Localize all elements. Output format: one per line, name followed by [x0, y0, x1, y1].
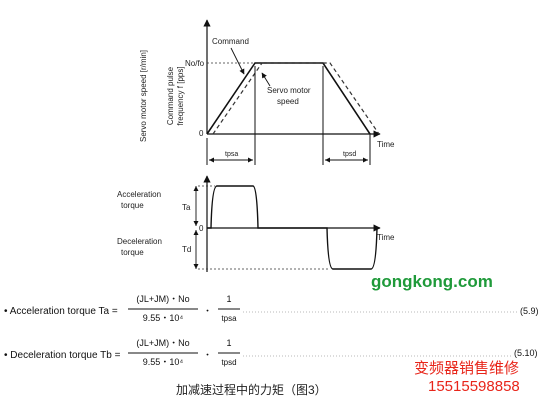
accel-denominator: 9.55・10⁴: [143, 313, 184, 323]
td-arrow-bottom: [193, 264, 199, 269]
ta-label: Ta: [182, 203, 191, 212]
accel-torque-label-2: torque: [121, 201, 144, 210]
tpsd-label: tpsd: [343, 151, 356, 158]
tpsa-label: tpsa: [225, 151, 238, 158]
accel-formula: • Acceleration torque Ta = (JL+JM)・No 9.…: [4, 294, 539, 323]
decel-formula: • Deceleration torque Tb = (JL+JM)・No 9.…: [4, 338, 538, 367]
command-label: Command: [212, 37, 249, 46]
td-label: Td: [182, 245, 191, 254]
tpsd-arrow-l: [325, 157, 330, 163]
torque-time-label: Time: [377, 233, 395, 242]
servo-label-1: Servo motor: [267, 86, 311, 95]
no-fo-label: No/fo: [185, 59, 205, 68]
speed-y-label-1: Servo motor speed [r/min]: [139, 50, 148, 142]
decel-numerator: (JL+JM)・No: [136, 338, 189, 348]
accel-formula-prefix: • Acceleration torque Ta =: [4, 306, 118, 317]
decel-torque-label-1: Deceleration: [117, 237, 162, 246]
accel-eq-no: (5.9): [520, 306, 539, 316]
decel-denominator: 9.55・10⁴: [143, 357, 184, 367]
command-leader: [230, 47, 245, 75]
figure-caption: 加减速过程中的力矩（图3）: [176, 383, 327, 397]
torque-curve: [207, 185, 378, 270]
decel-eq-no: (5.10): [514, 348, 538, 358]
speed-y-label-3: frequency f [pps]: [176, 66, 185, 125]
ta-arrow-top: [193, 186, 199, 191]
speed-time-label: Time: [377, 140, 395, 149]
tpsa-arrow-l: [209, 157, 214, 163]
tpsd-arrow-r: [363, 157, 368, 163]
phone-watermark: 15515598858: [428, 378, 520, 395]
decel-dot: ・: [203, 350, 212, 360]
decel-torque-label-2: torque: [121, 248, 144, 257]
speed-zero-label: 0: [199, 129, 204, 138]
decel-t: tpsd: [221, 358, 236, 367]
accel-dot: ・: [203, 306, 212, 316]
ta-arrow-bottom: [193, 221, 199, 226]
servo-label-2: speed: [277, 97, 299, 106]
decel-formula-prefix: • Deceleration torque Tb =: [4, 350, 121, 361]
speed-graph: Servo motor speed [r/min] Command pulse …: [139, 19, 395, 165]
accel-torque-label-1: Acceleration: [117, 190, 161, 199]
torque-zero-label: 0: [199, 224, 204, 233]
td-arrow-top: [193, 230, 199, 235]
accel-one: 1: [226, 294, 231, 304]
accel-t: tpsa: [221, 314, 237, 323]
service-watermark: 变频器销售维修: [414, 360, 520, 377]
gongkong-watermark: gongkong.com: [371, 272, 493, 291]
decel-one: 1: [226, 338, 231, 348]
tpsa-arrow-r: [248, 157, 253, 163]
speed-y-label-2: Command pulse: [166, 66, 175, 125]
servo-speed-profile: [212, 62, 380, 135]
servo-leader: [261, 72, 271, 87]
torque-graph: Acceleration torque Deceleration torque …: [117, 175, 395, 272]
accel-numerator: (JL+JM)・No: [136, 294, 189, 304]
